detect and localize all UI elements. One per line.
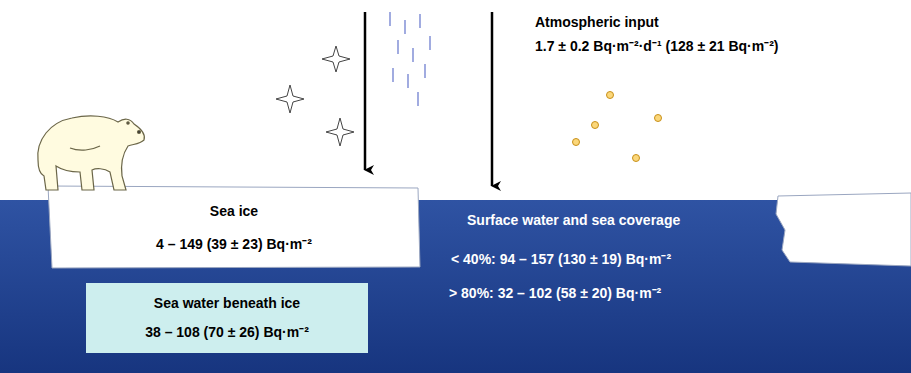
box-title: Sea water beneath ice	[154, 295, 300, 311]
value-label: > 80%: 32 – 102 (58 ± 20) Bq·m⁻²	[449, 285, 661, 302]
box-title: Sea ice	[210, 203, 258, 219]
value-label: < 40%: 94 – 157 (130 ± 19) Bq·m⁻²	[451, 251, 671, 268]
rain-dashes	[390, 12, 430, 106]
region-heading: Surface water and sea coverage	[467, 212, 680, 229]
deposition-arrow	[491, 12, 494, 186]
box-value: 38 – 108 (70 ± 26) Bq·m⁻²	[145, 322, 309, 341]
ice-floe	[776, 193, 911, 266]
polar-bear	[38, 116, 145, 190]
under-ice-box: Sea water beneath ice 38 – 108 (70 ± 26) …	[86, 283, 368, 353]
deposition-arrow	[364, 12, 367, 170]
heading-label: Atmospheric input	[535, 14, 659, 31]
box-value: 4 – 149 (39 ± 23) Bq·m⁻²	[156, 234, 312, 253]
sea-ice-box: Sea ice 4 – 149 (39 ± 23) Bq·m⁻²	[52, 190, 416, 266]
snow-stars	[276, 46, 354, 146]
aerosol-dots	[573, 92, 662, 162]
sea-ice-slab	[48, 186, 420, 268]
value-label: 1.7 ± 0.2 Bq·m⁻²·d⁻¹ (128 ± 21 Bq·m⁻²)	[535, 38, 779, 55]
